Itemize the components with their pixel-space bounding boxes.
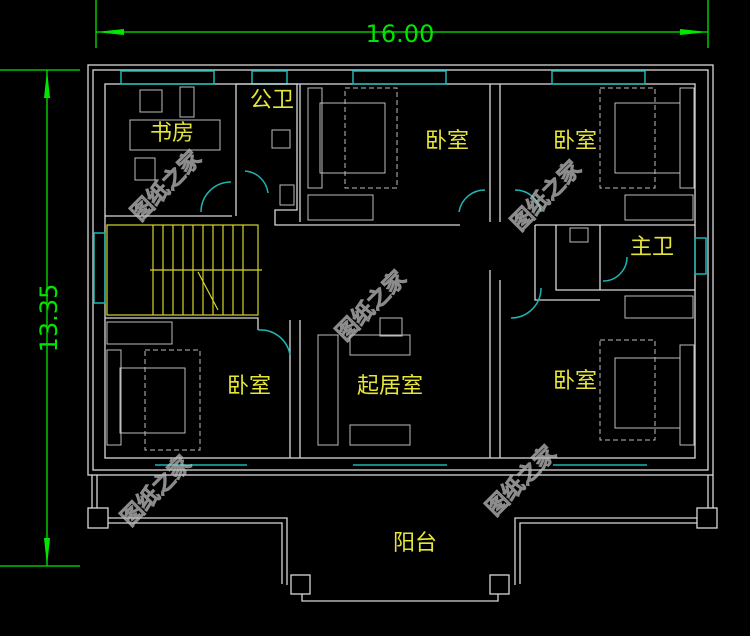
room-label-bedroom-ne: 卧室 [553,129,597,154]
doors [200,170,628,356]
width-dimension-text: 16.00 [366,20,435,48]
room-label-study: 书房 [150,121,194,146]
room-label-bedroom-sw: 卧室 [227,374,271,399]
room-label-bedroom-se: 卧室 [553,369,597,394]
interior-walls [105,83,695,458]
room-label-balcony: 阳台 [393,531,437,556]
height-dimension: 13.35 [0,69,80,567]
stairs [106,224,262,316]
room-label-master-bath: 主卫 [630,235,674,260]
room-label-bedroom-nw: 卧室 [425,129,469,154]
watermark: 图纸之家 [126,145,207,226]
furniture [106,86,695,451]
width-dimension: 16.00 [95,0,709,48]
balcony-walls [87,475,718,602]
room-label-living-room: 起居室 [357,374,423,399]
watermark: 图纸之家 [506,155,587,236]
watermark: 图纸之家 [116,450,197,531]
height-dimension-text: 13.35 [35,284,63,353]
watermark: 图纸之家 [331,265,412,346]
watermark: 图纸之家 [481,440,562,521]
room-label-public-bath: 公卫 [250,88,294,113]
